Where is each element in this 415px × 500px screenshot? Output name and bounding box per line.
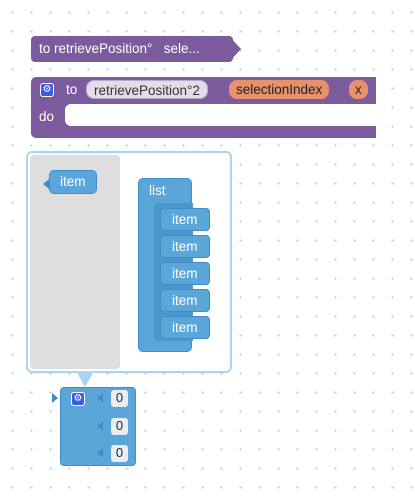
mutator-list-item-label: item [172,266,198,281]
list-input-notch [97,421,103,431]
mutator-list-item-label: item [172,293,198,308]
mutator-list-item-label: item [172,239,198,254]
mutator-list-item[interactable]: item [160,316,210,339]
procedure-name-field[interactable]: retrievePosition°2 [86,80,208,99]
procedure-do-label: do [39,109,55,124]
make-list-block[interactable]: ⚙ 0 0 0 [60,387,136,466]
list-value-2[interactable]: 0 [111,445,128,462]
param-selectionindex[interactable]: selectionIndex [229,80,330,99]
param-x[interactable]: x [349,80,368,99]
list-value-1[interactable]: 0 [111,418,128,435]
mutator-bubble: item list item item item item item [26,151,232,373]
mutator-list-label: list [149,183,166,198]
mutator-list-item[interactable]: item [160,208,210,231]
mutator-list-item-label: item [172,320,198,335]
collapsed-procedure-label: to retrievePosition° sele... [39,41,200,56]
mutator-list-item[interactable]: item [160,289,210,312]
mutator-list-item[interactable]: item [160,235,210,258]
do-statement-slot[interactable] [65,104,376,126]
mutator-list-item[interactable]: item [160,262,210,285]
mutator-gear-icon[interactable]: ⚙ [40,83,54,97]
list-value-0[interactable]: 0 [111,390,128,407]
list-input-notch [97,393,103,403]
list-input-notch [97,448,103,458]
procedure-to-label: to [66,82,78,97]
collapsed-procedure-block[interactable]: to retrievePosition° sele... [31,36,233,62]
mutator-item-label: item [60,174,86,189]
mutator-bubble-tail [76,371,94,387]
mutator-list-item-label: item [172,212,198,227]
collapsed-block-jag [229,36,241,62]
mutator-item-notch [43,179,49,189]
procedure-definition-block[interactable]: ⚙ to retrievePosition°2 selectionIndex x… [31,77,376,138]
make-list-output-notch [52,393,58,403]
mutator-item-block[interactable]: item [49,170,97,194]
list-mutator-gear-icon[interactable]: ⚙ [71,392,85,406]
